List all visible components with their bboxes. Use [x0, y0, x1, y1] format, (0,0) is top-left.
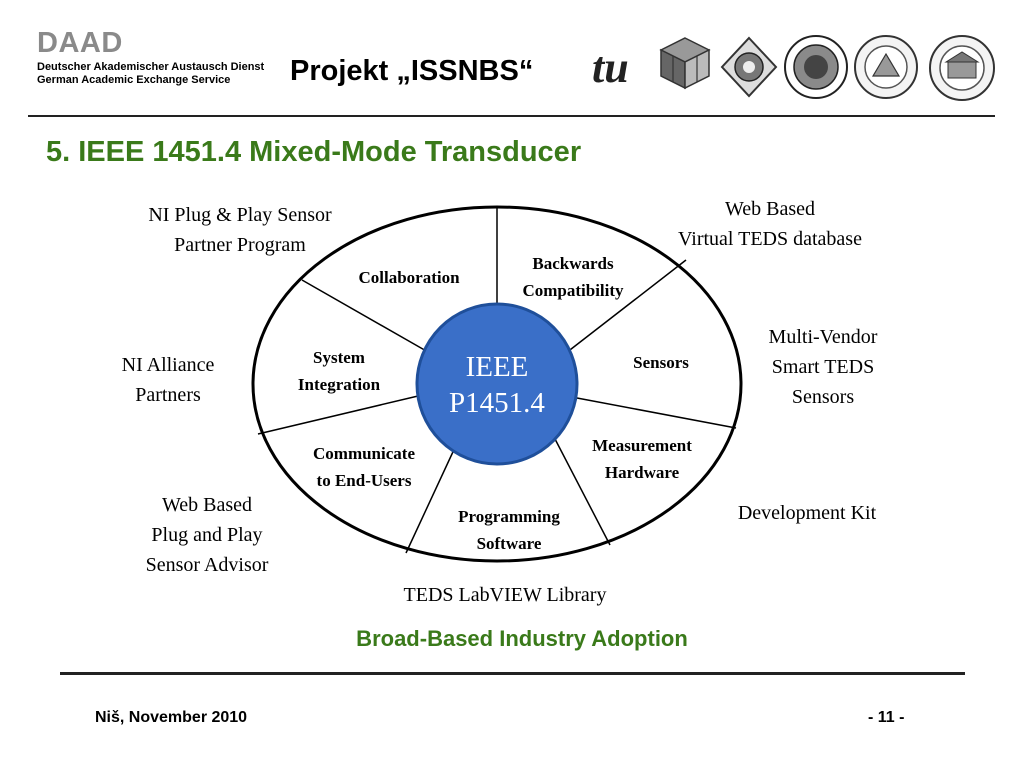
segment-system-line2: Integration — [297, 375, 381, 394]
outer-multi-vendor-line3: Sensors — [791, 386, 855, 408]
outer-ni-plug-play: NI Plug & Play Sensor Partner Program — [148, 200, 331, 260]
footer-divider — [60, 672, 965, 675]
footer-page-number: - 11 - — [868, 709, 905, 726]
spoke-top-right — [565, 259, 687, 354]
svg-text:tu: tu — [592, 43, 629, 92]
spoke-bottom-left — [405, 440, 459, 554]
outer-web-virtual-line2: Virtual TEDS database — [678, 228, 862, 250]
outer-multi-vendor-line2: Smart TEDS — [771, 356, 875, 378]
project-title: Projekt „ISSNBS“ — [290, 55, 534, 87]
slide-title: 5. IEEE 1451.4 Mixed-Mode Transducer — [46, 136, 582, 168]
cube-logo-icon — [659, 37, 711, 90]
outer-web-advisor-line3: Sensor Advisor — [145, 554, 269, 576]
daad-logo-text: DAAD — [37, 27, 123, 59]
outer-ni-alliance-line1: NI Alliance — [121, 354, 215, 376]
outer-ni-alliance: NI Alliance Partners — [122, 350, 215, 410]
segment-measurement-line1: Measurement — [592, 436, 692, 455]
spoke-bottom-right — [554, 438, 611, 546]
spoke-left — [257, 395, 419, 435]
segment-collaboration-line1: Collaboration — [358, 268, 460, 287]
segment-collaboration: Collaboration — [358, 264, 459, 291]
segment-programming-line2: Software — [476, 534, 542, 553]
footer-location-date: Niš, November 2010 — [95, 709, 248, 726]
center-label-line2: P1451.4 — [449, 387, 545, 419]
university-seal-mcmxlix-icon — [929, 35, 995, 101]
university-nis-seal-icon — [784, 35, 848, 99]
outer-development-kit-line1: Development Kit — [737, 502, 877, 524]
outer-ni-plug-play-line2: Partner Program — [174, 234, 306, 256]
outer-ni-alliance-line2: Partners — [135, 384, 201, 406]
outer-web-advisor-line1: Web Based — [161, 494, 253, 516]
outer-development-kit: Development Kit — [738, 498, 876, 528]
center-circle — [415, 302, 579, 466]
university-seal-icon — [720, 36, 778, 98]
outer-teds-labview-line1: TEDS LabVIEW Library — [403, 584, 607, 606]
outer-multi-vendor-line1: Multi-Vendor — [768, 326, 878, 348]
spoke-right — [576, 397, 737, 429]
segment-programming-line1: Programming — [458, 507, 560, 526]
segment-backwards-line1: Backwards — [532, 254, 614, 273]
segment-system-integration: System Integration — [298, 344, 380, 398]
segment-sensors-line1: Sensors — [633, 353, 689, 372]
outer-web-based-advisor: Web Based Plug and Play Sensor Advisor — [146, 490, 269, 580]
university-banja-luka-seal-icon — [854, 35, 918, 99]
segment-measurement-hardware: Measurement Hardware — [592, 432, 692, 486]
segment-programming-software: Programming Software — [458, 503, 560, 557]
segment-backwards-compatibility: Backwards Compatibility — [522, 250, 623, 304]
segment-system-line1: System — [313, 348, 365, 367]
outer-ellipse — [251, 205, 743, 563]
segment-backwards-line2: Compatibility — [522, 281, 624, 300]
segment-measurement-line2: Hardware — [604, 463, 680, 482]
spoke-top-left — [301, 279, 429, 353]
outer-web-based-virtual-teds: Web Based Virtual TEDS database — [678, 194, 862, 254]
header-divider — [28, 115, 995, 117]
outer-web-advisor-line2: Plug and Play — [151, 524, 263, 546]
segment-communicate-line1: Communicate — [313, 444, 415, 463]
outer-teds-labview: TEDS LabVIEW Library — [404, 580, 607, 610]
outer-ni-plug-play-line1: NI Plug & Play Sensor — [148, 204, 332, 226]
center-label-line1: IEEE — [465, 351, 529, 383]
segment-sensors: Sensors — [633, 349, 689, 376]
bottom-caption: Broad-Based Industry Adoption — [356, 626, 688, 651]
segment-communicate-line2: to End-Users — [316, 471, 412, 490]
tu-logo-icon: tu — [592, 43, 629, 92]
daad-subtitle-german: Deutscher Akademischer Austausch Dienst — [37, 61, 265, 73]
outer-web-virtual-line1: Web Based — [724, 198, 816, 220]
segment-communicate: Communicate to End-Users — [313, 440, 415, 494]
daad-subtitle-english: German Academic Exchange Service — [37, 74, 231, 86]
center-label: IEEE P1451.4 — [449, 349, 545, 421]
outer-multi-vendor: Multi-Vendor Smart TEDS Sensors — [769, 322, 878, 412]
